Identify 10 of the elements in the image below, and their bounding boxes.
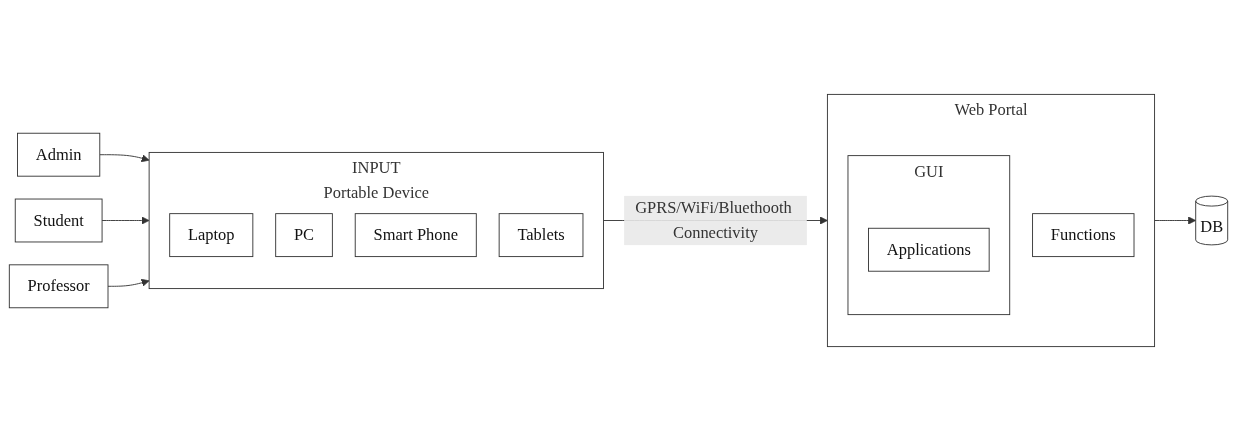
node-box: Applications bbox=[868, 227, 990, 272]
edge-label: GPRS/WiFi/Bluethooth Connectivity bbox=[635, 198, 792, 242]
node-box: Admin bbox=[17, 132, 101, 177]
node-box: Smart Phone bbox=[354, 213, 477, 258]
node-box: PC bbox=[275, 213, 333, 258]
node-box: Tablets bbox=[498, 213, 584, 258]
node-box: Laptop bbox=[169, 213, 254, 258]
node-box: Student bbox=[14, 198, 103, 243]
node-box: Functions bbox=[1032, 213, 1135, 258]
node-box: Professor bbox=[8, 264, 109, 309]
